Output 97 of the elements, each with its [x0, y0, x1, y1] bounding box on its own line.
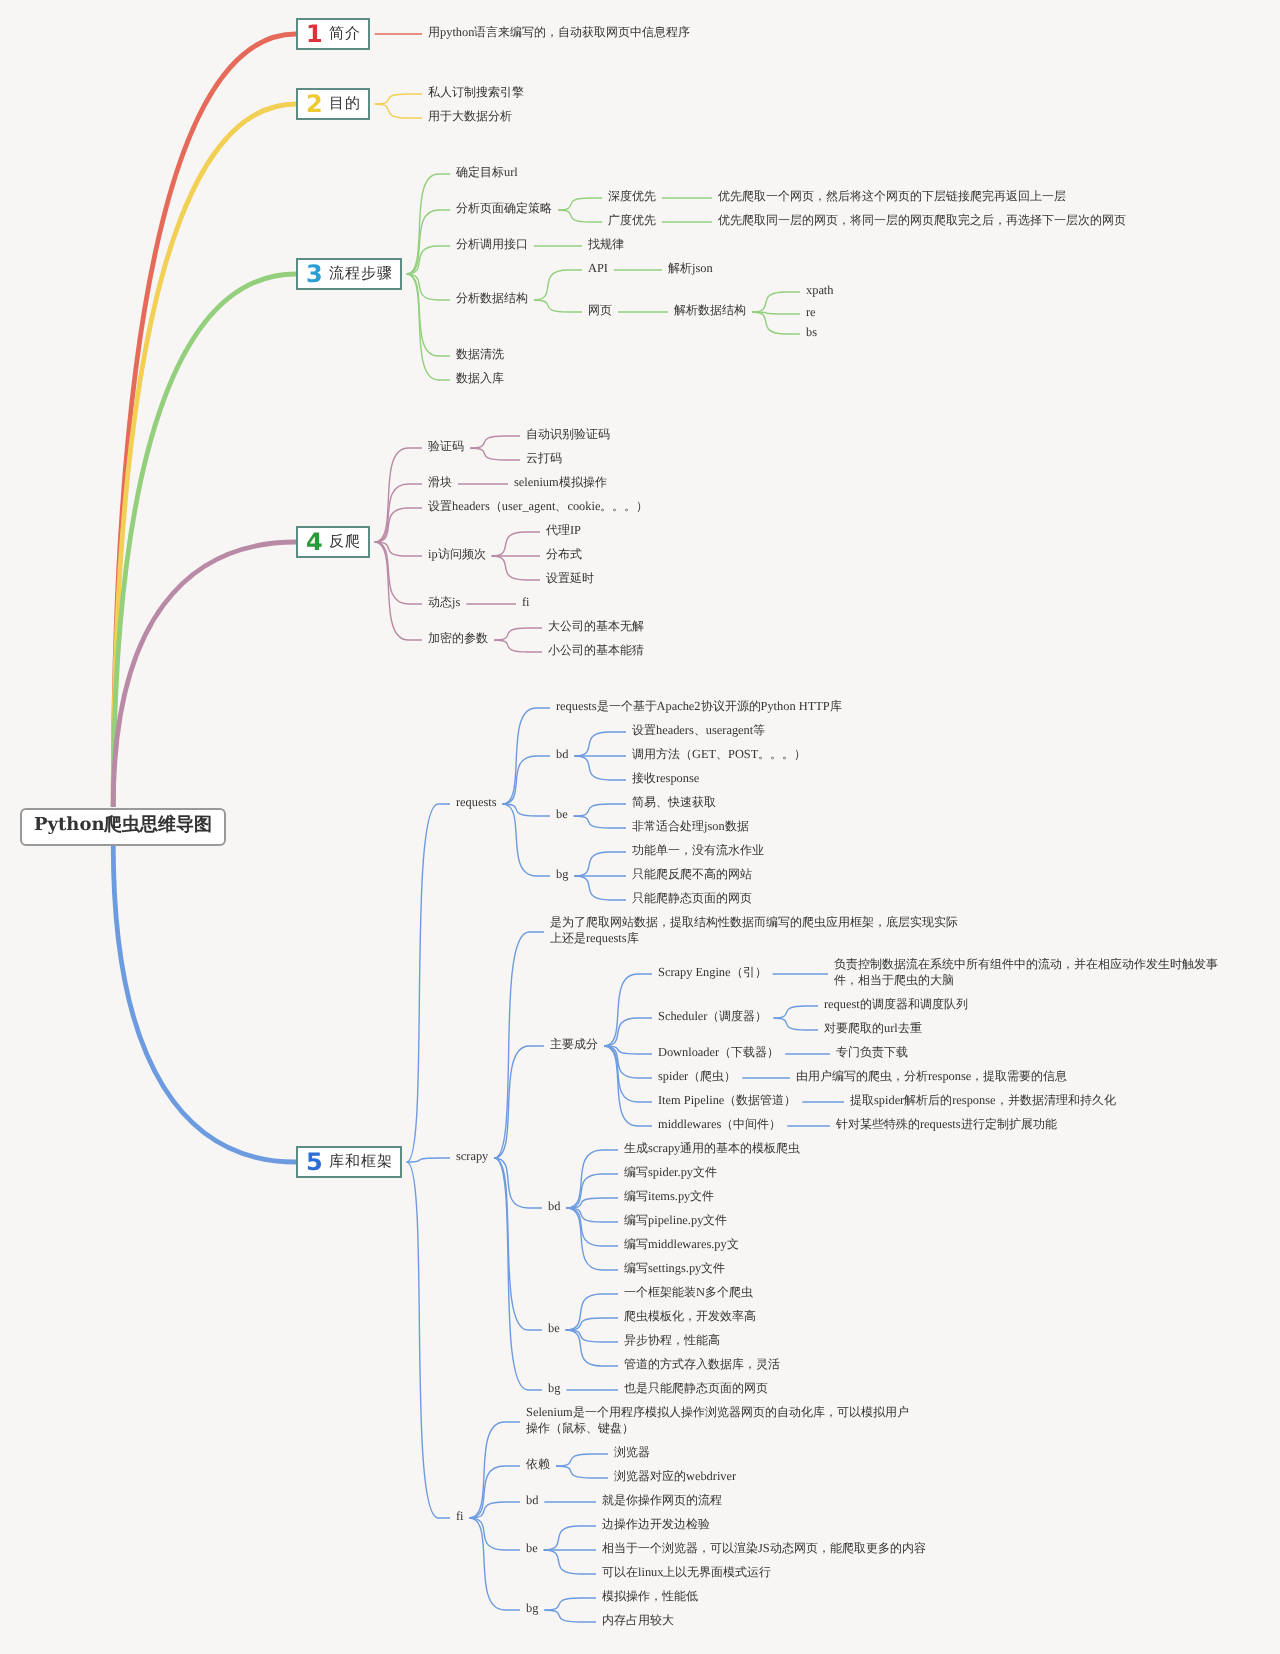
branch-line — [603, 1045, 653, 1103]
branch-line — [801, 1101, 845, 1103]
branch-line — [573, 803, 627, 817]
branch-line — [468, 1517, 521, 1551]
branch-line — [751, 311, 801, 315]
branch-line — [661, 197, 713, 199]
branch-line — [457, 483, 509, 485]
branch-line — [469, 435, 521, 449]
branch-line — [573, 755, 627, 781]
branch-line — [557, 209, 603, 223]
branch-line — [784, 1053, 831, 1055]
branch-line — [468, 1465, 521, 1519]
branch-line — [406, 803, 451, 1163]
branch-line — [406, 173, 451, 275]
root-box: Python爬虫思维导图 — [20, 807, 227, 845]
branch-line — [374, 541, 423, 605]
branch-line — [543, 1549, 597, 1551]
topic-number: 2 — [306, 90, 323, 118]
branch-line — [374, 447, 423, 543]
branch-line — [468, 1421, 521, 1519]
branch-line — [565, 1149, 619, 1209]
branch-line — [661, 221, 713, 223]
branch-line — [374, 93, 423, 105]
branch-line — [613, 269, 663, 271]
branch-line — [751, 311, 801, 335]
branch-line — [786, 1125, 831, 1127]
topic-number: 5 — [306, 1148, 323, 1176]
branch-line — [772, 1017, 819, 1031]
branch-line — [565, 1207, 619, 1247]
branch-line — [565, 1207, 619, 1223]
branch-line — [465, 603, 517, 605]
branch-line — [557, 197, 603, 211]
branch-line — [374, 541, 423, 641]
branch-line — [603, 973, 653, 1047]
topic-box — [296, 526, 371, 558]
branch-line — [555, 1465, 609, 1479]
branch-line — [565, 1293, 619, 1331]
branch-line — [406, 273, 451, 381]
branch-line — [573, 875, 627, 877]
branch-line — [533, 269, 583, 301]
branch-line — [543, 1501, 597, 1503]
branch-line — [374, 541, 423, 557]
branch-line — [468, 1517, 521, 1611]
topic-box — [296, 18, 371, 50]
branch-line — [603, 1045, 653, 1079]
branch-line — [493, 1157, 543, 1331]
branch-line — [565, 1389, 619, 1391]
branch-line — [110, 844, 297, 1165]
branch-line — [493, 627, 543, 641]
branch-line — [501, 755, 551, 805]
branch-line — [543, 1549, 597, 1575]
branch-line — [555, 1453, 609, 1467]
branch-line — [493, 931, 545, 1159]
branch-line — [533, 245, 583, 247]
branch-line — [406, 273, 451, 301]
topic-number: 4 — [306, 528, 323, 556]
branch-line — [573, 815, 627, 829]
branch-line — [493, 1157, 543, 1209]
branch-line — [406, 209, 451, 275]
branch-line — [573, 875, 627, 901]
branch-line — [374, 483, 423, 543]
topic-box — [296, 258, 403, 290]
topic-box — [296, 88, 371, 120]
branch-line — [565, 1317, 619, 1331]
branch-line — [406, 1157, 451, 1163]
branch-line — [490, 555, 541, 557]
branch-line — [490, 555, 541, 581]
topic-number: 3 — [306, 260, 323, 288]
branch-line — [406, 245, 451, 275]
branch-line — [493, 1045, 545, 1159]
branch-line — [565, 1197, 619, 1209]
branch-line — [772, 1005, 819, 1019]
branch-line — [543, 1609, 597, 1623]
branch-line — [501, 803, 551, 817]
branch-line — [565, 1207, 619, 1271]
branch-line — [374, 103, 423, 119]
branch-line — [573, 755, 627, 757]
branch-line — [374, 33, 423, 35]
branch-line — [493, 639, 543, 653]
topic-number: 1 — [306, 20, 323, 48]
branch-line — [603, 1045, 653, 1127]
branch-line — [468, 1501, 521, 1519]
branch-line — [565, 1329, 619, 1343]
branch-line — [406, 1161, 451, 1519]
branch-line — [501, 707, 551, 805]
branch-line — [501, 803, 551, 877]
branch-line — [565, 1329, 619, 1367]
branch-line — [533, 299, 583, 313]
branch-line — [603, 1045, 653, 1055]
branch-line — [469, 447, 521, 461]
branch-line — [741, 1077, 791, 1079]
branch-line — [110, 539, 297, 808]
branch-line — [771, 973, 829, 975]
branch-line — [617, 311, 669, 313]
branch-line — [374, 507, 423, 543]
branch-line — [493, 1157, 543, 1391]
topic-box — [296, 1146, 403, 1178]
